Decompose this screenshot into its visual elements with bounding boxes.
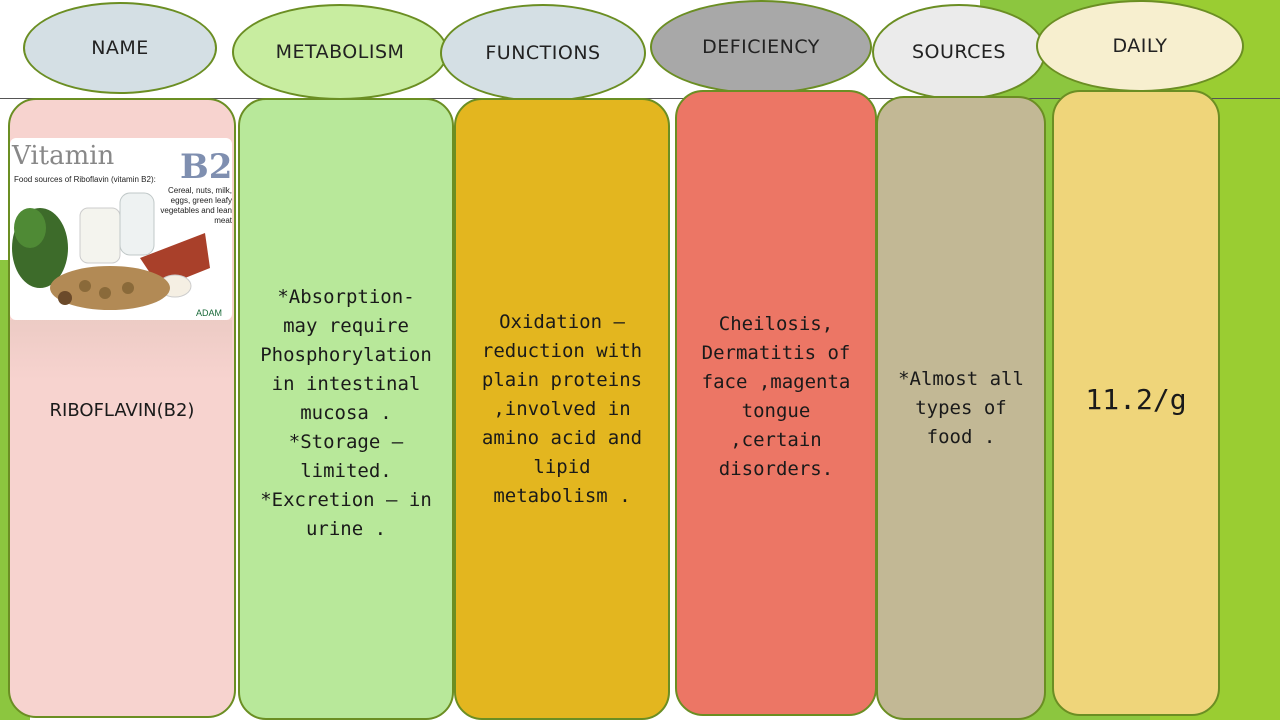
cell-deficiency-text: Cheilosis, Dermatitis of face ,magenta t… [701,313,851,480]
header-daily: DAILY [1036,0,1244,92]
cell-name-text: RIBOFLAVIN(B2) [49,399,195,421]
cell-deficiency: Cheilosis, Dermatitis of face ,magenta t… [675,90,877,716]
image-title-suffix: B2 [180,147,232,187]
vitamin-b2-image: Vitamin B2 Food sources of Riboflavin (v… [10,138,232,320]
vitamin-b2-illustration: Vitamin B2 Food sources of Riboflavin (v… [11,141,232,318]
header-deficiency: DEFICIENCY [650,0,872,94]
image-reflection [10,320,232,380]
cell-sources-text: *Almost all types of food . [898,367,1024,448]
header-daily-label: DAILY [1112,35,1168,57]
image-title: Vitamin [11,141,115,171]
cell-metabolism-text: *Absorption- may require Phosphorylation… [260,285,432,540]
cell-functions: Oxidation – reduction with plain protein… [454,98,670,720]
header-metabolism: METABOLISM [232,4,448,100]
image-list: Cereal, nuts, milk, eggs, green leafy ve… [160,186,232,225]
header-functions-label: FUNCTIONS [485,42,601,64]
header-name: NAME [23,2,217,94]
cell-daily-text: 11.2/g [1085,382,1187,416]
cell-metabolism: *Absorption- may require Phosphorylation… [238,98,454,720]
cell-functions-text: Oxidation – reduction with plain protein… [481,310,643,507]
header-sources: SOURCES [872,4,1046,100]
header-metabolism-label: METABOLISM [275,41,405,63]
image-brand: ADAM [196,308,222,318]
header-deficiency-label: DEFICIENCY [702,36,820,58]
header-name-label: NAME [91,37,149,59]
cell-sources: *Almost all types of food . [876,96,1046,720]
header-sources-label: SOURCES [911,41,1006,63]
header-functions: FUNCTIONS [440,4,646,102]
cell-daily: 11.2/g [1052,90,1220,716]
image-caption: Food sources of Riboflavin (vitamin B2): [14,175,156,184]
